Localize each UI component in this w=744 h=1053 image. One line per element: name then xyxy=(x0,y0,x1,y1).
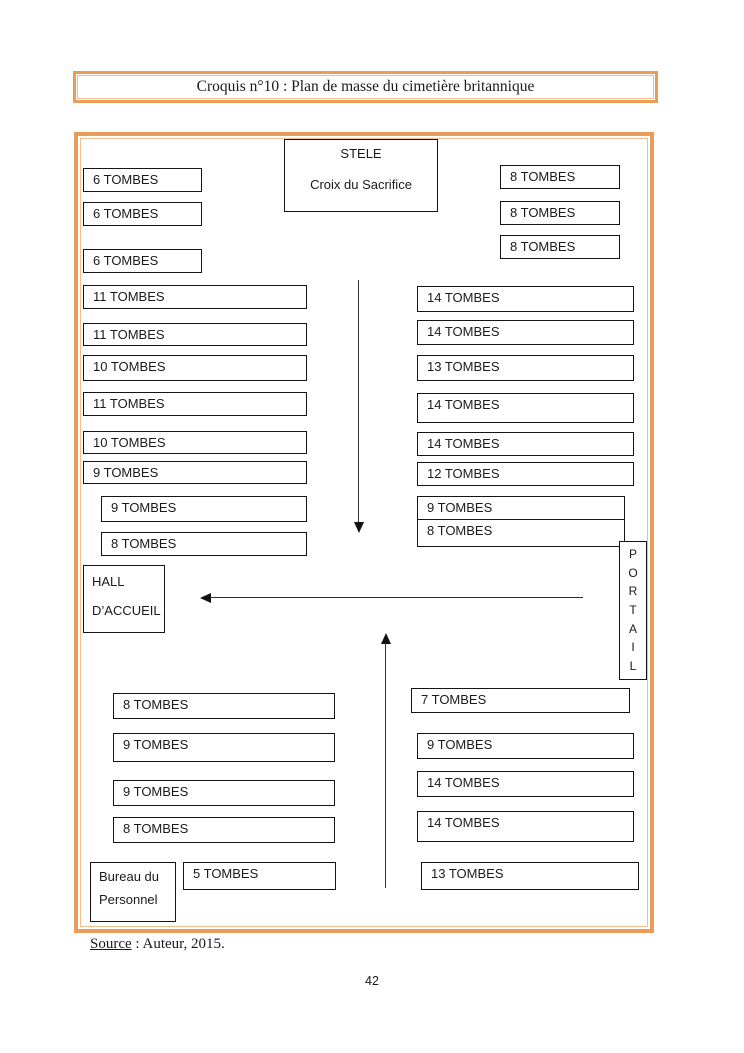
tombes-box-indent-right-2: 8 TOMBES xyxy=(417,519,625,547)
portail-letter: A xyxy=(628,621,637,636)
tombes-box-bottom-left-5: 5 TOMBES xyxy=(183,862,336,890)
tombes-label: 13 TOMBES xyxy=(431,866,504,881)
tombes-box-top-left-3: 6 TOMBES xyxy=(83,249,202,273)
tombes-box-top-right-1: 8 TOMBES xyxy=(500,165,620,189)
tombes-label: 14 TOMBES xyxy=(427,324,500,339)
tombes-box-bottom-left-1: 8 TOMBES xyxy=(113,693,335,719)
tombes-label: 11 TOMBES xyxy=(93,327,165,342)
tombes-box-mid-left-3: 10 TOMBES xyxy=(83,355,307,381)
tombes-label: 11 TOMBES xyxy=(93,396,165,411)
tombes-label: 6 TOMBES xyxy=(93,206,159,221)
stele-subtitle: Croix du Sacrifice xyxy=(310,177,412,192)
tombes-label: 14 TOMBES xyxy=(427,436,500,451)
source-line: Source : Auteur, 2015. xyxy=(90,936,225,953)
portail-letter: O xyxy=(628,565,638,580)
tombes-label: 10 TOMBES xyxy=(93,359,166,374)
source-text: : Auteur, 2015. xyxy=(131,936,225,952)
portail-letter: L xyxy=(629,658,637,673)
tombes-box-mid-left-4: 11 TOMBES xyxy=(83,392,307,416)
stele-box: STELE Croix du Sacrifice xyxy=(284,139,438,212)
tombes-box-bottom-right-1: 7 TOMBES xyxy=(411,688,630,713)
tombes-box-indent-left-1: 9 TOMBES xyxy=(101,496,307,522)
tombes-box-top-right-2: 8 TOMBES xyxy=(500,201,620,225)
page-number: 42 xyxy=(365,974,379,988)
tombes-label: 10 TOMBES xyxy=(93,435,166,450)
tombes-box-bottom-right-4: 14 TOMBES xyxy=(417,811,634,842)
tombes-box-bottom-right-5: 13 TOMBES xyxy=(421,862,639,890)
tombes-label: 14 TOMBES xyxy=(427,815,500,830)
tombes-box-indent-right-1: 9 TOMBES xyxy=(417,496,625,521)
tombes-label: 14 TOMBES xyxy=(427,397,500,412)
tombes-label: 8 TOMBES xyxy=(427,523,493,538)
tombes-box-mid-right-6: 12 TOMBES xyxy=(417,462,634,486)
tombes-label: 9 TOMBES xyxy=(427,500,493,515)
tombes-label: 9 TOMBES xyxy=(123,784,189,799)
tombes-label: 9 TOMBES xyxy=(123,737,189,752)
hall-line1: HALL xyxy=(92,574,125,589)
tombes-box-top-left-2: 6 TOMBES xyxy=(83,202,202,226)
tombes-box-mid-right-5: 14 TOMBES xyxy=(417,432,634,456)
tombes-label: 6 TOMBES xyxy=(93,253,159,268)
tombes-box-bottom-left-3: 9 TOMBES xyxy=(113,780,335,806)
tombes-box-bottom-left-2: 9 TOMBES xyxy=(113,733,335,762)
tombes-box-mid-right-2: 14 TOMBES xyxy=(417,320,634,345)
tombes-box-mid-left-2: 11 TOMBES xyxy=(83,323,307,346)
figure-caption-frame: Croquis n°10 : Plan de masse du cimetièr… xyxy=(73,71,658,103)
tombes-label: 12 TOMBES xyxy=(427,466,500,481)
tombes-label: 5 TOMBES xyxy=(193,866,259,881)
tombes-box-top-left-1: 6 TOMBES xyxy=(83,168,202,192)
tombes-box-bottom-right-3: 14 TOMBES xyxy=(417,771,634,797)
portail-letter: I xyxy=(631,640,635,655)
bureau-line2: Personnel xyxy=(99,892,158,907)
tombes-box-top-right-3: 8 TOMBES xyxy=(500,235,620,259)
tombes-box-bottom-left-4: 8 TOMBES xyxy=(113,817,335,843)
tombes-label: 14 TOMBES xyxy=(427,775,500,790)
tombes-label: 8 TOMBES xyxy=(510,169,576,184)
portail-box: P O R T A I L xyxy=(619,541,647,680)
tombes-box-mid-right-1: 14 TOMBES xyxy=(417,286,634,312)
tombes-label: 9 TOMBES xyxy=(427,737,493,752)
tombes-label: 9 TOMBES xyxy=(111,500,177,515)
tombes-box-mid-right-4: 14 TOMBES xyxy=(417,393,634,423)
tombes-label: 13 TOMBES xyxy=(427,359,500,374)
tombes-label: 8 TOMBES xyxy=(510,205,576,220)
portail-letter: T xyxy=(629,602,637,617)
tombes-label: 11 TOMBES xyxy=(93,289,165,304)
tombes-label: 8 TOMBES xyxy=(123,697,189,712)
tombes-label: 9 TOMBES xyxy=(93,465,159,480)
tombes-box-bottom-right-2: 9 TOMBES xyxy=(417,733,634,759)
tombes-box-mid-right-3: 13 TOMBES xyxy=(417,355,634,381)
figure-caption: Croquis n°10 : Plan de masse du cimetièr… xyxy=(196,78,535,95)
tombes-label: 7 TOMBES xyxy=(421,692,487,707)
source-label: Source xyxy=(90,936,132,952)
tombes-label: 6 TOMBES xyxy=(93,172,159,187)
portail-letter: P xyxy=(628,547,637,561)
bureau-line1: Bureau du xyxy=(99,869,159,884)
stele-title: STELE xyxy=(340,146,382,161)
tombes-box-mid-left-1: 11 TOMBES xyxy=(83,285,307,309)
hall-line2: D’ACCUEIL xyxy=(92,603,161,618)
hall-accueil-box: HALL D’ACCUEIL xyxy=(83,565,165,633)
bureau-personnel-box: Bureau du Personnel xyxy=(90,862,176,922)
tombes-box-mid-left-5: 10 TOMBES xyxy=(83,431,307,454)
tombes-box-mid-left-6: 9 TOMBES xyxy=(83,461,307,484)
tombes-label: 8 TOMBES xyxy=(123,821,189,836)
tombes-label: 14 TOMBES xyxy=(427,290,500,305)
tombes-label: 8 TOMBES xyxy=(111,536,177,551)
tombes-label: 8 TOMBES xyxy=(510,239,576,254)
tombes-box-indent-left-2: 8 TOMBES xyxy=(101,532,307,556)
portail-letter: R xyxy=(628,584,638,599)
